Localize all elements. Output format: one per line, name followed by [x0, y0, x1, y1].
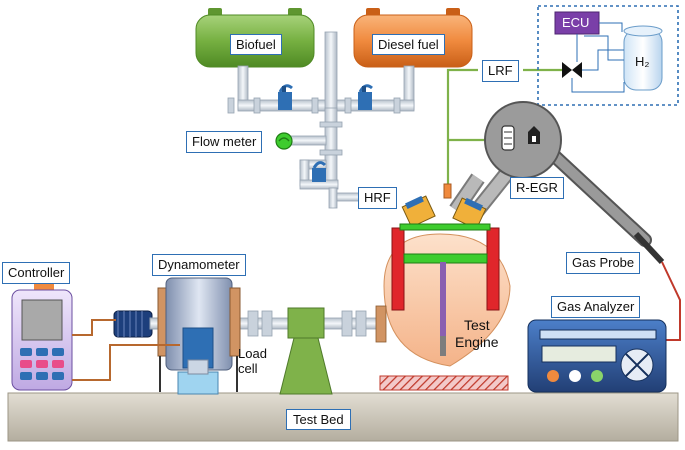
- lrf-label: LRF: [482, 60, 519, 82]
- bearing-pedestal: [279, 307, 333, 395]
- fuel-piping: [227, 31, 415, 209]
- gas-analyzer-device: [527, 319, 667, 393]
- dynamometer: [113, 277, 241, 395]
- gas-probe-line: [633, 231, 681, 341]
- biofuel-label: Biofuel: [230, 34, 282, 55]
- regulator-icon: [312, 161, 327, 182]
- flow-meter-icon: [275, 132, 293, 150]
- valve-icon: [358, 84, 373, 110]
- gas-probe-label: Gas Probe: [566, 252, 641, 274]
- gas-analyzer-label: Gas Analyzer: [551, 296, 641, 318]
- injector-icon: [443, 183, 452, 199]
- controller-device: [11, 284, 73, 391]
- r-egr-cooler: [449, 101, 652, 247]
- test-engine: [379, 195, 511, 391]
- test-engine-label: Test Engine: [455, 317, 499, 350]
- diesel-fuel-label: Diesel fuel: [372, 34, 445, 55]
- controller-wires: [72, 319, 180, 381]
- load-cell-label: Load cell: [238, 346, 267, 376]
- test-bed-label: Test Bed: [286, 409, 351, 430]
- h2-label: H₂: [635, 54, 650, 69]
- check-valve-icon: [562, 62, 582, 78]
- controller-label: Controller: [2, 262, 71, 284]
- hydrogen-system-box: [537, 5, 679, 106]
- valve-icon: [278, 84, 293, 110]
- ecu-label: ECU: [562, 15, 590, 30]
- r-egr-label: R-EGR: [510, 177, 564, 199]
- hrf-label: HRF: [358, 187, 397, 209]
- hydrogen-tank-icon: [623, 25, 663, 91]
- dynamometer-label: Dynamometer: [152, 254, 246, 276]
- flow-meter-label: Flow meter: [186, 131, 263, 153]
- hydrogen-control-lines: [571, 22, 625, 93]
